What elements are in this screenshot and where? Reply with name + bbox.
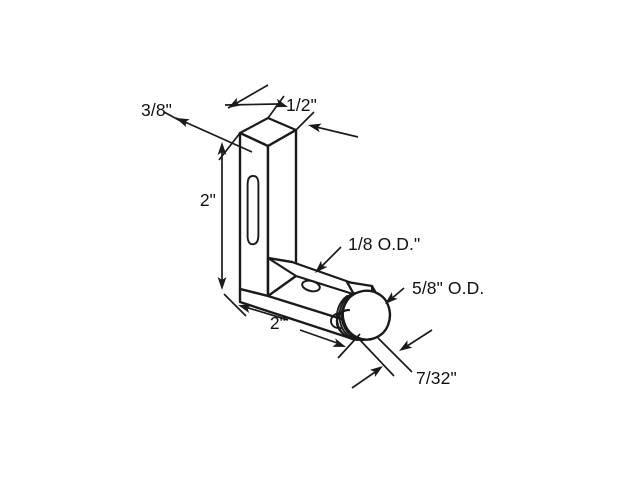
thickness-witness-1 (377, 337, 413, 373)
depth-dim-line (175, 117, 253, 153)
length-witness-1 (223, 293, 247, 317)
depth-arrow-lower (174, 113, 190, 128)
roller-wheel-hub-notch (330, 312, 342, 330)
dimension-label-hole: 1/8 O.D." (348, 234, 420, 254)
mounting-hole (301, 279, 321, 293)
callout-hole: 1/8 O.D." (311, 234, 420, 277)
thickness-dim-line-lower (351, 369, 379, 389)
dimension-depth: 3/8" (141, 84, 269, 161)
thickness-dim-line-upper (403, 329, 433, 349)
length-witness-2 (337, 333, 361, 359)
thickness-witness-2 (359, 339, 395, 377)
thickness-arrow-upper (396, 340, 413, 355)
dimension-label-width: 1/2" (286, 95, 317, 115)
dimension-width: 1/2" (224, 95, 359, 138)
dimension-thickness: 7/32" (351, 329, 457, 389)
width-witness-2 (295, 111, 315, 131)
dimension-label-depth: 3/8" (141, 100, 172, 120)
bracket-part (238, 116, 392, 342)
dimension-label-length: 2" (270, 313, 286, 333)
roller-bracket-tail (335, 308, 352, 340)
depth-witness-1 (163, 111, 187, 125)
width-arrow-right (307, 120, 322, 133)
dimension-height: 2" (200, 142, 227, 290)
dimension-label-thickness: 7/32" (416, 368, 457, 388)
adjustment-slot (246, 175, 260, 246)
width-dim-line-left (224, 103, 279, 106)
width-witness-1 (267, 95, 285, 119)
length-dim-line-right (299, 329, 341, 345)
dimension-label-height: 2" (200, 190, 216, 210)
roller-wheel-body (341, 289, 392, 341)
length-dim-line-left (241, 305, 289, 321)
dimension-label-roller: 5/8" O.D. (412, 278, 484, 298)
dimension-length: 2" (223, 293, 361, 359)
callout-roller: 5/8" O.D. (382, 278, 484, 308)
hole-leader-line (319, 246, 342, 269)
width-dim-line-right (311, 125, 359, 138)
arm-junction-edge-2 (266, 256, 294, 264)
vertical-arm-front-face (238, 131, 270, 298)
